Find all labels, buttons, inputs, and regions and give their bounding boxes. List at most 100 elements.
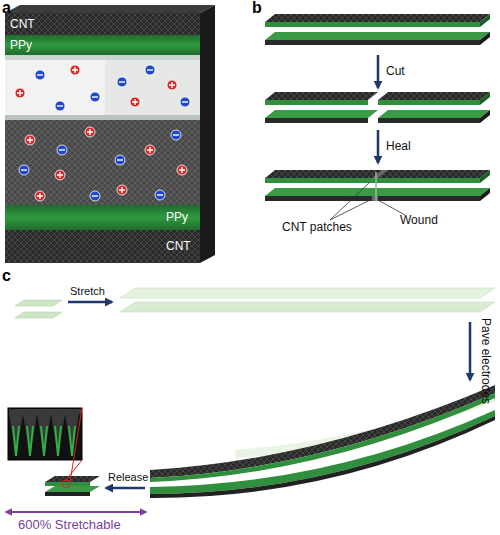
illustration-part: [55, 170, 65, 180]
crumpled-device: [45, 476, 100, 482]
process-arrow: [106, 487, 145, 490]
ppy-slab: [265, 32, 490, 40]
slab-side: [480, 188, 490, 201]
wound-line: [375, 172, 377, 201]
illustration-part: [115, 155, 125, 165]
supercapacitor-block: [5, 5, 215, 263]
electrolyte-shade: [105, 60, 200, 115]
step-label: Heal: [386, 140, 411, 152]
electrolyte-layer: [5, 60, 200, 115]
stretch-range-arrow: [6, 511, 146, 513]
ppy-edge: [378, 100, 480, 105]
illustration-part: [25, 135, 35, 145]
illustration-part: [145, 65, 155, 75]
cnt-slab: [265, 92, 378, 100]
illustration-part: [155, 190, 165, 200]
illustration-part: [85, 127, 95, 137]
interface-layer: [5, 55, 200, 60]
healing-sequence: [265, 14, 490, 220]
cnt-slab: [265, 14, 490, 22]
process-arrow: [377, 130, 380, 163]
stretched-substrate: [120, 302, 495, 312]
cnt-layer: [5, 230, 200, 263]
ppy-slab: [265, 110, 378, 118]
illustration-part: [19, 165, 29, 175]
zoom-line: [70, 408, 82, 482]
illustration-part: [35, 70, 45, 80]
illustration-part: [90, 92, 100, 102]
part-label: CNT patches: [282, 221, 352, 233]
slab-side: [480, 110, 490, 123]
ppy-slab: [265, 188, 490, 196]
illustration-part: [57, 145, 67, 155]
part-label: Wound: [400, 214, 438, 226]
step-label: Release: [108, 472, 148, 483]
cnt-edge-curve: [150, 416, 495, 498]
panel-letter: c: [2, 268, 11, 284]
step-label: Cut: [386, 65, 405, 77]
illustration-part: [55, 101, 65, 111]
stretch-label: 600% Stretchable: [18, 518, 121, 531]
slab-side: [480, 92, 490, 105]
cnt-patch: [372, 196, 378, 201]
ppy-layer: [5, 35, 200, 55]
illustration-part: [15, 88, 25, 98]
leader-line: [330, 182, 370, 220]
crumpled-device: [45, 486, 100, 492]
ppy-edge: [265, 22, 480, 27]
cnt-edge: [378, 118, 480, 123]
illustration-part: [70, 65, 80, 75]
interface-layer: [5, 115, 200, 120]
buckled-ppy: [13, 426, 75, 456]
illustration-part: [130, 97, 140, 107]
zoom-circle: [62, 480, 70, 488]
buckled-electrode: [9, 409, 81, 456]
cnt-layer: [5, 13, 200, 35]
illustration-part: [171, 130, 181, 140]
illustration-part: [35, 191, 45, 201]
leader-line: [330, 199, 372, 220]
ppy-edge: [265, 178, 480, 183]
porous-electrode: [5, 120, 200, 205]
ppy-electrode-curve: [150, 410, 495, 494]
cnt-edge: [265, 196, 480, 201]
cnt-patch: [372, 170, 388, 178]
illustration-part: [177, 165, 187, 175]
process-arrow: [469, 322, 472, 380]
step-label: Stretch: [70, 286, 105, 297]
substrate-small: [15, 300, 62, 306]
inset-frame: [8, 408, 82, 460]
cnt-edge: [45, 492, 90, 496]
cnt-edge: [265, 118, 368, 123]
illustration-part: [180, 97, 190, 107]
ppy-edge: [265, 100, 368, 105]
process-arrow: [68, 301, 112, 304]
ppy-slab: [378, 110, 490, 118]
illustration-part: [117, 185, 127, 195]
stretched-substrate: [120, 288, 495, 298]
cnt-edge: [265, 40, 480, 45]
slab-side: [480, 14, 490, 27]
stretch-sequence: [6, 288, 495, 512]
layer-label: CNT: [166, 240, 191, 252]
ppy-layer: [5, 205, 200, 230]
illustration-part: [117, 77, 127, 87]
illustration-part: [145, 145, 155, 155]
step-label: Pave electrodes: [480, 318, 492, 404]
substrate-small: [15, 312, 62, 318]
side-face: [200, 5, 215, 263]
cnt-slab: [378, 92, 490, 100]
leader-line: [378, 200, 405, 215]
slab-side: [480, 170, 490, 183]
layer-label: CNT: [10, 18, 35, 30]
panel-letter: a: [2, 0, 11, 16]
layer-label: PPy: [166, 211, 188, 223]
ppy-edge: [45, 482, 90, 486]
illustration-part: [167, 80, 177, 90]
panel-letter: b: [252, 0, 262, 16]
cnt-electrode-curve: [150, 385, 495, 478]
cnt-slab: [265, 170, 490, 178]
slab-side: [480, 32, 490, 45]
